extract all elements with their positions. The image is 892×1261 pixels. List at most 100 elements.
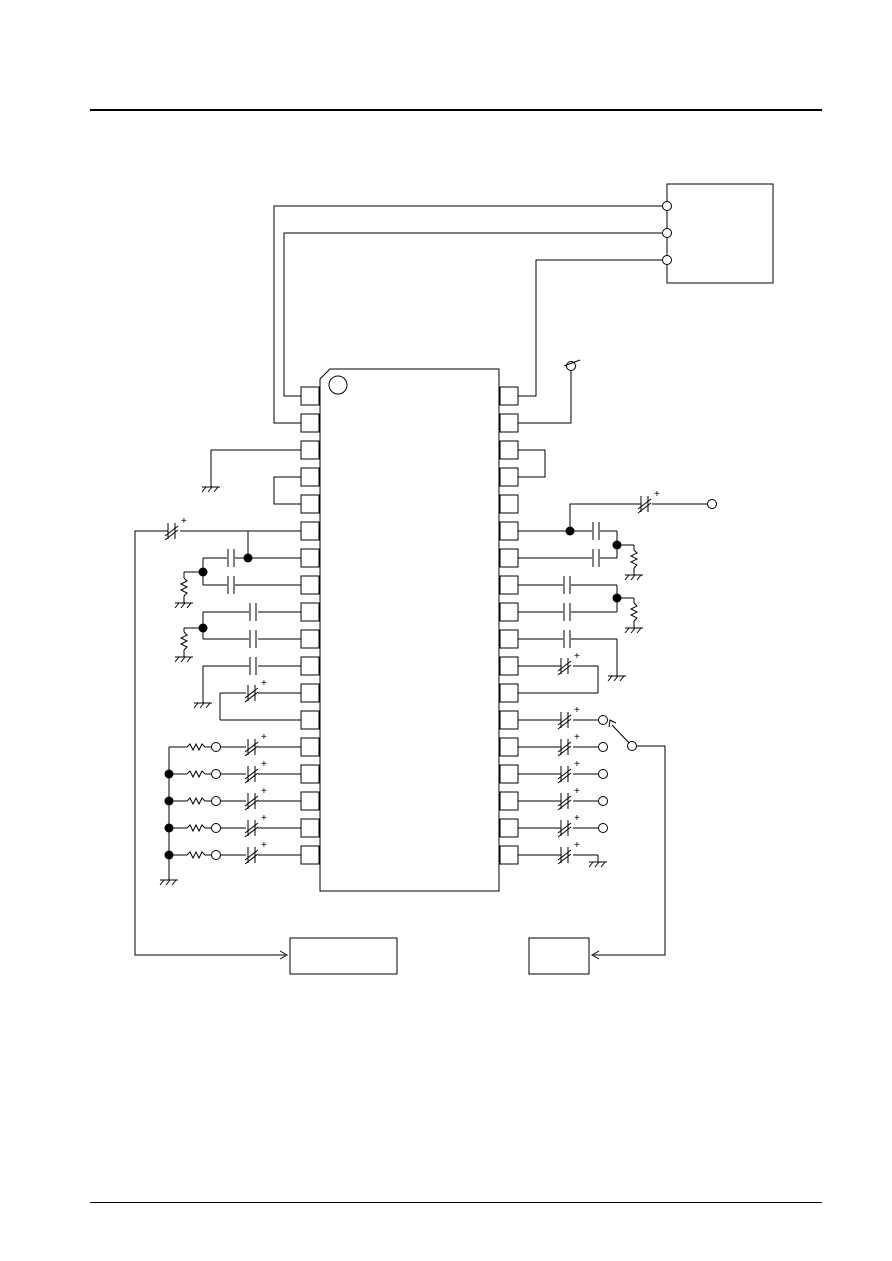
terminal <box>598 742 608 752</box>
capacitor <box>227 549 235 567</box>
ic-right-pins <box>499 386 519 865</box>
external-block-bottom-right <box>528 937 590 975</box>
polarity-plus: + <box>574 786 580 797</box>
ground-symbol <box>193 702 212 709</box>
ic-pin-left <box>300 575 320 595</box>
capacitor <box>249 630 257 648</box>
resistor <box>179 631 189 651</box>
ground-symbol <box>624 574 643 581</box>
ic-pin-left <box>300 467 320 487</box>
ground-symbol <box>174 602 193 609</box>
ic-pin-right <box>499 791 519 811</box>
footer-rule <box>90 1202 822 1203</box>
ic-pin-right <box>499 683 519 703</box>
wire-loop-left <box>273 476 301 505</box>
resistor <box>179 577 189 597</box>
resistor <box>186 769 206 779</box>
terminal <box>211 742 221 752</box>
wire-loop-right <box>518 449 546 478</box>
junction-dot <box>164 796 174 806</box>
capacitor <box>249 657 257 675</box>
ic-pin-left <box>300 791 320 811</box>
polarity-plus: + <box>261 732 267 743</box>
electrolytic-capacitor: + <box>244 840 267 865</box>
resistor <box>186 742 206 752</box>
ic-pin-right <box>499 602 519 622</box>
polarity-plus: + <box>574 651 580 662</box>
electrolytic-capacitor: + <box>557 732 580 757</box>
ic-pin-right <box>499 818 519 838</box>
ic-pin-right <box>499 575 519 595</box>
terminal <box>598 715 608 725</box>
ic-pin-right <box>499 386 519 406</box>
electrolytic-capacitor: + <box>244 813 267 838</box>
polarity-plus: + <box>261 678 267 689</box>
capacitor <box>592 522 600 540</box>
terminal <box>211 850 221 860</box>
ic-pin-left <box>300 494 320 514</box>
capacitor <box>249 603 257 621</box>
ic-pin-left <box>300 548 320 568</box>
terminal <box>211 796 221 806</box>
wire-top-3 <box>518 259 662 397</box>
selector-switch <box>608 719 633 747</box>
terminal <box>211 823 221 833</box>
ic-pin1-marker <box>328 375 348 395</box>
ic-pin-right <box>499 548 519 568</box>
ic-pin-left <box>300 818 320 838</box>
terminal <box>598 769 608 779</box>
junction-dot <box>565 526 575 536</box>
ic-pin-right <box>499 737 519 757</box>
ic-pin-right <box>499 656 519 676</box>
ground-symbol <box>159 879 178 886</box>
wire-top-2 <box>283 232 662 397</box>
terminal <box>662 201 672 211</box>
ic-pin-left <box>300 683 320 703</box>
resistor <box>186 796 206 806</box>
wire-supply <box>518 366 572 424</box>
electrolytic-capacitor: + <box>244 759 267 784</box>
components: + + + + + + + + + + + + + + + <box>159 486 660 886</box>
ic-pin-right <box>499 521 519 541</box>
ground-symbol <box>624 627 643 634</box>
terminal <box>598 796 608 806</box>
ground-symbol <box>588 861 607 868</box>
electrolytic-capacitor: + <box>244 678 267 703</box>
electrolytic-capacitor: + <box>244 786 267 811</box>
ic-pin-right <box>499 494 519 514</box>
arrow-head <box>279 950 289 960</box>
resistor <box>629 602 639 622</box>
electrolytic-capacitor: + <box>164 516 187 541</box>
electrolytic-capacitor: + <box>557 786 580 811</box>
polarity-plus: + <box>574 813 580 824</box>
polarity-plus: + <box>261 759 267 770</box>
polarity-plus: + <box>654 489 660 500</box>
ic-pin-left <box>300 386 320 406</box>
polarity-plus: + <box>574 705 580 716</box>
ic-pin-left <box>300 629 320 649</box>
ground-symbol <box>607 675 626 682</box>
capacitor <box>563 630 571 648</box>
ic-pin-right <box>499 710 519 730</box>
resistor <box>186 823 206 833</box>
capacitor <box>592 549 600 567</box>
polarity-plus: + <box>261 786 267 797</box>
electrolytic-capacitor: + <box>244 732 267 757</box>
terminal <box>598 823 608 833</box>
ic-pin-left <box>300 737 320 757</box>
junction-dot <box>164 823 174 833</box>
ic-pin-right <box>499 845 519 865</box>
junction-dot <box>164 850 174 860</box>
terminal <box>627 741 637 751</box>
polarity-plus: + <box>574 759 580 770</box>
ic-pin-right <box>499 467 519 487</box>
ic-body <box>319 368 500 892</box>
terminal <box>662 228 672 238</box>
polarity-plus: + <box>261 813 267 824</box>
junction-dot <box>243 553 253 563</box>
capacitor <box>227 576 235 594</box>
polarity-plus: + <box>261 840 267 851</box>
electrolytic-capacitor: + <box>557 840 580 865</box>
terminal <box>662 255 672 265</box>
